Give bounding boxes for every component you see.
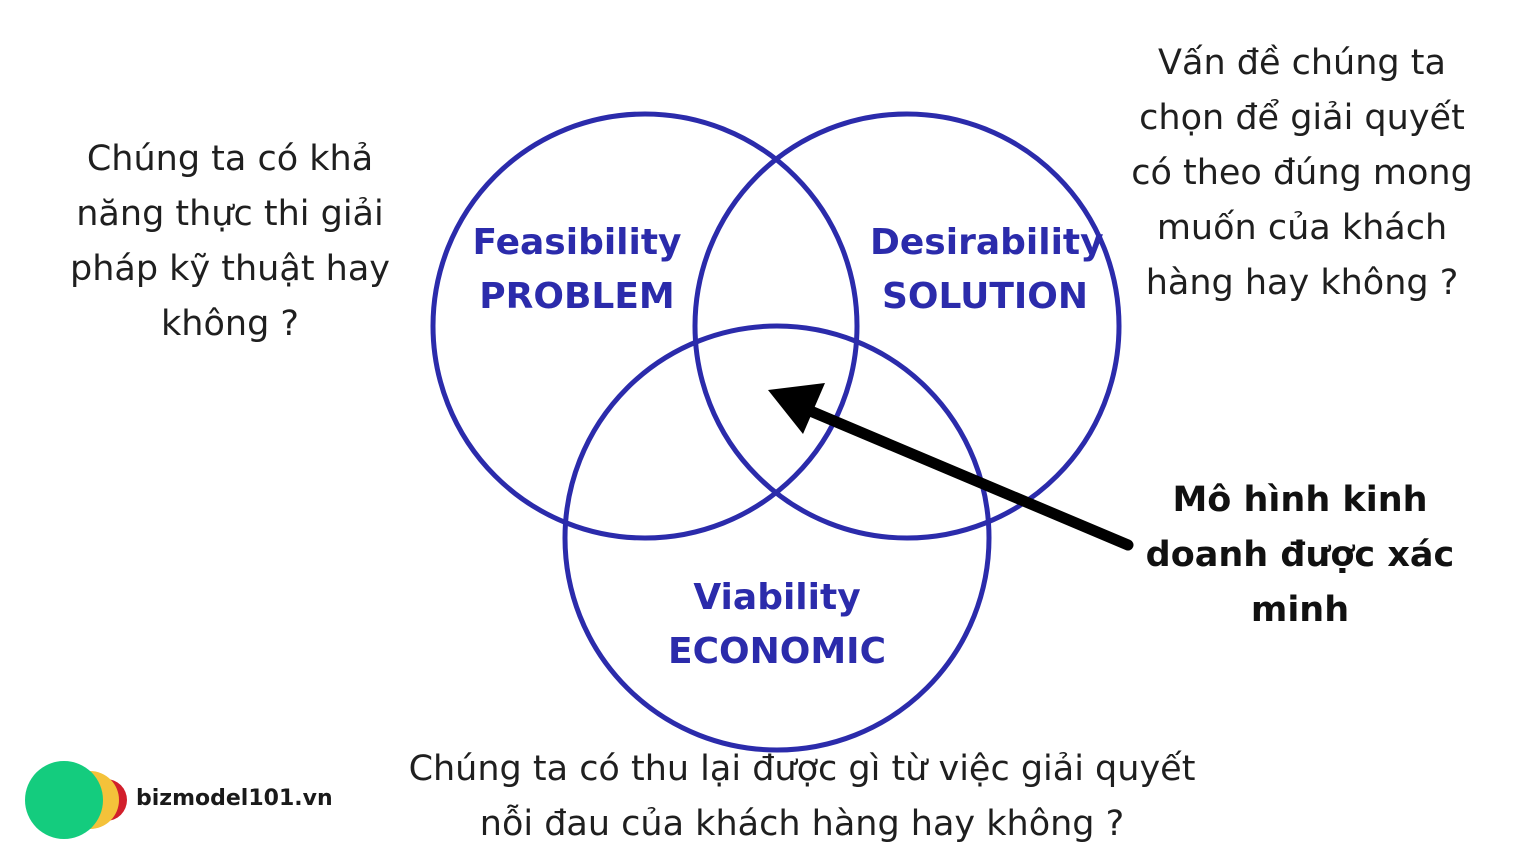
desirability-subtitle: SOLUTION [881, 276, 1089, 317]
brand-footer: bizmodel101.vn [24, 760, 344, 840]
center-callout: Mô hình kinh doanh được xác minh [1120, 473, 1480, 638]
viability-label: Viability ECONOMIC [660, 571, 894, 679]
bottom-note-line: nỗi đau của khách hàng hay không ? [479, 804, 1125, 844]
left-note: Chúng ta có khả năng thực thi giải pháp … [40, 132, 420, 352]
feasibility-circle [430, 111, 860, 541]
desirability-title: Desirability [870, 222, 1104, 263]
right-note-line: chọn để giải quyết [1139, 98, 1465, 138]
arrow-head [768, 383, 825, 434]
feasibility-subtitle: PROBLEM [479, 276, 675, 317]
left-note-line: Chúng ta có khả [86, 139, 374, 179]
bottom-note: Chúng ta có thu lại được gì từ việc giải… [360, 742, 1244, 852]
right-note-line: Vấn đề chúng ta [1158, 43, 1446, 83]
left-note-line: pháp kỹ thuật hay [69, 249, 391, 289]
callout-line: minh [1250, 590, 1350, 630]
arrow-pointing-to-intersection-icon [768, 383, 1134, 551]
viability-title: Viability [693, 577, 861, 618]
desirability-circle [692, 111, 1122, 541]
left-note-line: không ? [161, 304, 299, 344]
viability-subtitle: ECONOMIC [668, 631, 886, 672]
left-note-line: năng thực thi giải [76, 194, 384, 234]
callout-line: Mô hình kinh [1172, 480, 1428, 520]
right-note: Vấn đề chúng ta chọn để giải quyết có th… [1112, 36, 1492, 311]
right-note-line: hàng hay không ? [1145, 263, 1459, 303]
callout-line: doanh được xác [1145, 535, 1455, 575]
brand-name[interactable]: bizmodel101.vn [136, 786, 333, 811]
arrow-shaft [802, 404, 1134, 551]
desirability-label: Desirability SOLUTION [870, 216, 1104, 324]
right-note-line: muốn của khách [1156, 208, 1448, 248]
feasibility-label: Feasibility PROBLEM [472, 216, 682, 324]
overlapping-dots-logo-icon [25, 761, 127, 839]
bottom-note-line: Chúng ta có thu lại được gì từ việc giải… [408, 749, 1196, 789]
viability-circle [562, 323, 992, 753]
right-note-line: có theo đúng mong [1131, 153, 1473, 193]
feasibility-title: Feasibility [472, 222, 682, 263]
